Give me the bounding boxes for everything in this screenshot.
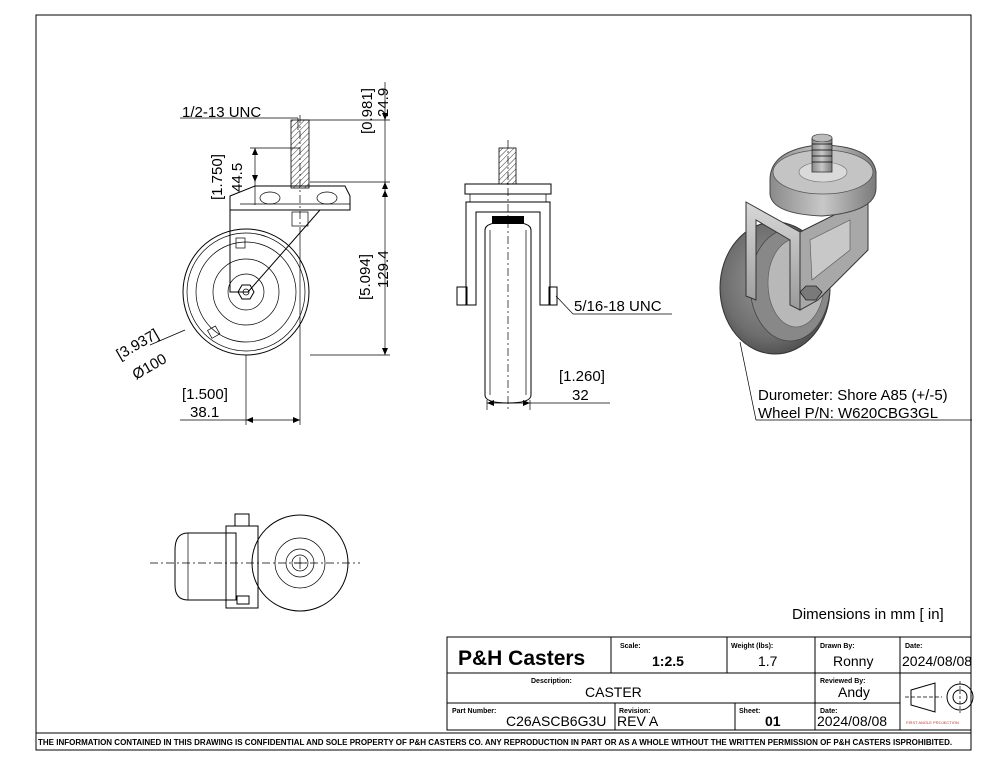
side-view [456,140,672,410]
wheel-pn-callout: Wheel P/N: W620CBG3GL [758,405,938,422]
weight-value: 1.7 [758,653,778,669]
stem-h-in: [1.750] [209,154,226,200]
drawn-by-value: Ronny [833,653,873,669]
date-value: 2024/08/08 [902,653,972,669]
description-value: CASTER [585,684,642,700]
date2-label: Date: [820,708,838,715]
width-mm: 32 [572,387,589,404]
offset-mm: 38.1 [190,404,219,421]
stem-len-mm: 24.9 [375,88,392,117]
drawn-by-label: Drawn By: [820,643,855,650]
date-label: Date: [905,643,923,650]
date2-value: 2024/08/08 [817,713,887,729]
scale-label: Scale: [620,643,641,650]
title-block: P&H Casters Scale: 1:2.5 Weight (lbs): 1… [446,636,974,731]
isometric-view [719,133,972,421]
stem-len-in: [0.981] [359,88,376,134]
total-h-mm: 129.4 [375,250,392,288]
reviewed-by-value: Andy [838,684,870,700]
part-number-label: Part Number: [452,708,496,715]
weight-label: Weight (lbs): [731,643,773,650]
part-number-value: C26ASCB6G3U [506,713,606,729]
axle-thread-label: 5/16-18 UNC [574,298,662,315]
sheet-label: Sheet: [739,708,760,715]
width-in: [1.260] [559,368,605,385]
sheet-border [35,14,972,751]
projection-note: FIRST ANGLE PROJECTION [906,720,959,725]
sheet-value: 01 [765,713,781,729]
description-label: Description: [531,678,572,685]
front-view [149,82,390,425]
scale-value: 1:2.5 [652,653,684,669]
reviewed-by-label: Reviewed By: [820,678,866,685]
total-h-in: [5.094] [357,254,374,300]
revision-label: Revision: [619,708,651,715]
offset-in: [1.500] [182,386,228,403]
revision-value: REV A [617,713,659,729]
thread-top-label: 1/2-13 UNC [182,104,261,121]
company-name: P&H Casters [458,647,585,670]
stem-h-mm: 44.5 [229,163,246,192]
legal-notice: THE INFORMATION CONTAINED IN THIS DRAWIN… [38,738,952,747]
top-view [150,513,360,612]
projection-symbol-icon [905,681,974,713]
durometer-callout: Durometer: Shore A85 (+/-5) [758,387,948,404]
units-note: Dimensions in mm [ in] [792,606,944,623]
